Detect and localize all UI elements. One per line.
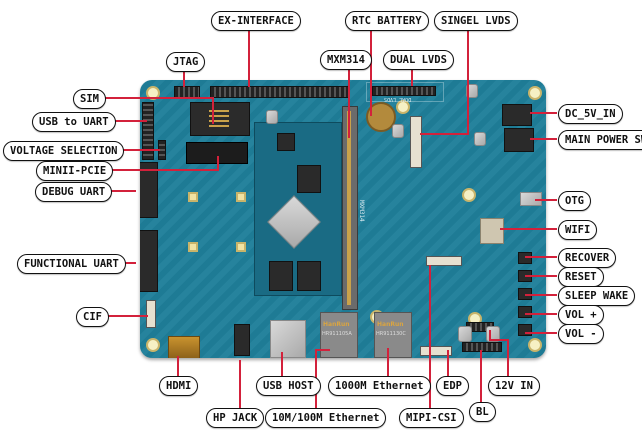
gold-pad [236, 192, 246, 202]
label-minii-pcie: MINII-PCIE [36, 161, 114, 181]
hdmi-port [168, 336, 200, 358]
mxm-silk-label: MXM314 [358, 200, 365, 222]
capacitor [392, 124, 404, 138]
bl-header [462, 342, 502, 352]
pmic-chip [277, 133, 295, 151]
functional-uart-connector [140, 230, 158, 292]
label-bl: BL [469, 402, 496, 422]
label-ex-interface: EX-INTERFACE [211, 11, 301, 31]
minii-pcie-slot [186, 142, 248, 164]
main-power-switch [504, 128, 534, 152]
emmc-chip [297, 165, 321, 193]
usb-to-uart-header [142, 102, 154, 160]
mxm-contacts [347, 111, 351, 305]
debug-uart-connector [140, 162, 158, 218]
label-recover: RECOVER [558, 248, 617, 268]
label-dc-5v-in: DC_5V_IN [558, 104, 623, 124]
mipi-csi-connector [426, 256, 462, 266]
soc-chip [267, 195, 321, 249]
label-1000-ethernet: 1000M Ethernet [328, 376, 431, 396]
ram-chip [297, 261, 321, 291]
usb-host-port [270, 320, 306, 358]
wifi-module [480, 218, 504, 244]
label-cif: CIF [76, 307, 109, 327]
label-vol-minus: VOL - [558, 324, 604, 344]
label-hp-jack: HP JACK [206, 408, 265, 428]
rtc-battery-holder [366, 102, 396, 132]
label-debug-uart: DEBUG UART [35, 182, 113, 202]
label-singel-lvds: SINGEL LVDS [434, 11, 518, 31]
ram-chip [269, 261, 293, 291]
sim-contacts [209, 109, 229, 127]
mxm314-slot [342, 106, 358, 310]
label-10-100-ethernet: 10M/100M Ethernet [265, 408, 387, 428]
label-12v-in: 12V IN [488, 376, 540, 396]
label-voltage-selection: VOLTAGE SELECTION [3, 141, 125, 161]
ethernet-10-100-port: HanRun HR911105A [320, 312, 358, 358]
cif-connector [146, 300, 156, 328]
capacitor [458, 326, 472, 342]
label-hdmi: HDMI [159, 376, 199, 396]
label-jtag: JTAG [166, 52, 206, 72]
gold-pad [236, 242, 246, 252]
ethernet-1000-port: HanRun HR911130C [374, 312, 412, 358]
core-module [254, 122, 342, 296]
gold-pad [188, 242, 198, 252]
voltage-selection-jumper [158, 140, 166, 160]
label-otg: OTG [558, 191, 591, 211]
recover-button [518, 252, 532, 264]
dual-lvds-silk-label: DUAL LVDS [384, 96, 412, 102]
capacitor [486, 326, 500, 342]
ethernet-1-model: HR911105A [322, 331, 352, 337]
hp-jack [234, 324, 250, 356]
pcb-board: HanRun HR911105A HanRun HR911130C MXM314… [140, 80, 546, 358]
mounting-hole [462, 188, 476, 202]
ethernet-2-brand: HanRun [377, 321, 404, 328]
ethernet-1-brand: HanRun [323, 321, 350, 328]
label-vol-plus: VOL + [558, 305, 604, 325]
singel-lvds-connector [410, 116, 422, 168]
label-mxm314: MXM314 [320, 50, 372, 70]
label-usb-host: USB HOST [256, 376, 321, 396]
capacitor [474, 132, 486, 146]
label-functional-uart: FUNCTIONAL UART [17, 254, 126, 274]
mounting-hole [528, 86, 542, 100]
vol-plus-button [518, 306, 532, 318]
mounting-hole [146, 338, 160, 352]
edp-connector [420, 346, 452, 356]
label-dual-lvds: DUAL LVDS [383, 50, 454, 70]
label-main-power-sw: MAIN POWER SW [558, 130, 642, 150]
ethernet-2-model: HR911130C [376, 331, 406, 337]
reset-button [518, 270, 532, 282]
vol-minus-button [518, 324, 532, 336]
label-reset: RESET [558, 267, 604, 287]
dc-5v-jack [502, 104, 532, 126]
jtag-header [174, 86, 200, 98]
mounting-hole [146, 86, 160, 100]
sim-slot [190, 102, 250, 136]
capacitor [466, 84, 478, 98]
label-rtc-battery: RTC BATTERY [345, 11, 429, 31]
label-edp: EDP [436, 376, 469, 396]
sleep-wake-button [518, 288, 532, 300]
mounting-hole [396, 100, 410, 114]
mounting-hole [528, 338, 542, 352]
label-wifi: WIFI [558, 220, 598, 240]
label-sleep-wake: SLEEP WAKE [558, 286, 636, 306]
gold-pad [188, 192, 198, 202]
label-mipi-csi: MIPI-CSI [399, 408, 464, 428]
label-usb-to-uart: USB to UART [32, 112, 116, 132]
ex-interface-header [210, 86, 350, 98]
capacitor [266, 110, 278, 124]
otg-port [520, 192, 542, 206]
label-sim: SIM [73, 89, 106, 109]
